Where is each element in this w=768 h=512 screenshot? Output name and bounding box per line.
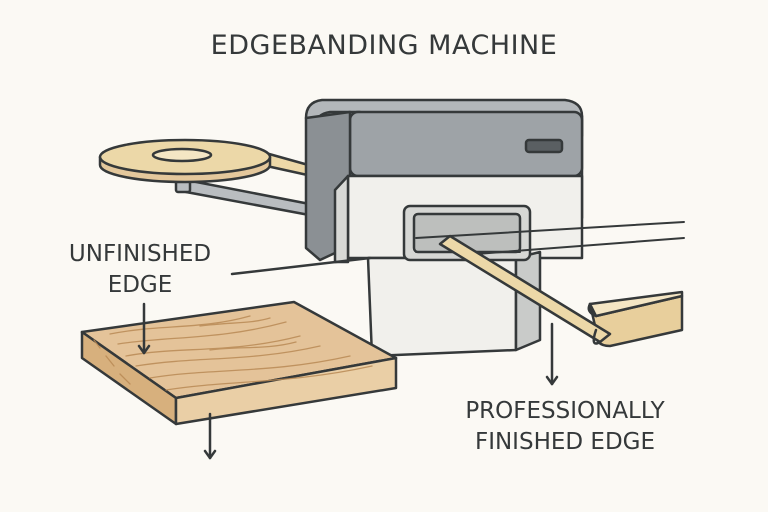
wood-board — [80, 300, 398, 426]
unfinished-edge-label: UNFINISHED EDGE — [40, 239, 240, 301]
arrow-down-icon — [137, 302, 151, 355]
arrow-down-icon — [203, 412, 217, 460]
edgebanding-machine — [304, 98, 584, 358]
finished-edge-label-line1: PROFESSIONALLY — [465, 398, 665, 424]
unfinished-edge-label-line1: UNFINISHED — [68, 241, 212, 267]
arrow-down-icon — [545, 322, 559, 386]
finished-edge-label-line2: FINISHED EDGE — [474, 429, 656, 455]
finished-edge-label: PROFESSIONALLY FINISHED EDGE — [400, 396, 730, 458]
finished-board — [587, 290, 684, 348]
diagram-title: EDGEBANDING MACHINE — [210, 30, 558, 61]
conveyor-rail — [415, 221, 685, 255]
conveyor-line — [230, 256, 372, 276]
edge-band-strip — [438, 234, 612, 344]
unfinished-edge-label-line2: EDGE — [107, 272, 173, 298]
tape-reel-icon — [98, 138, 272, 184]
